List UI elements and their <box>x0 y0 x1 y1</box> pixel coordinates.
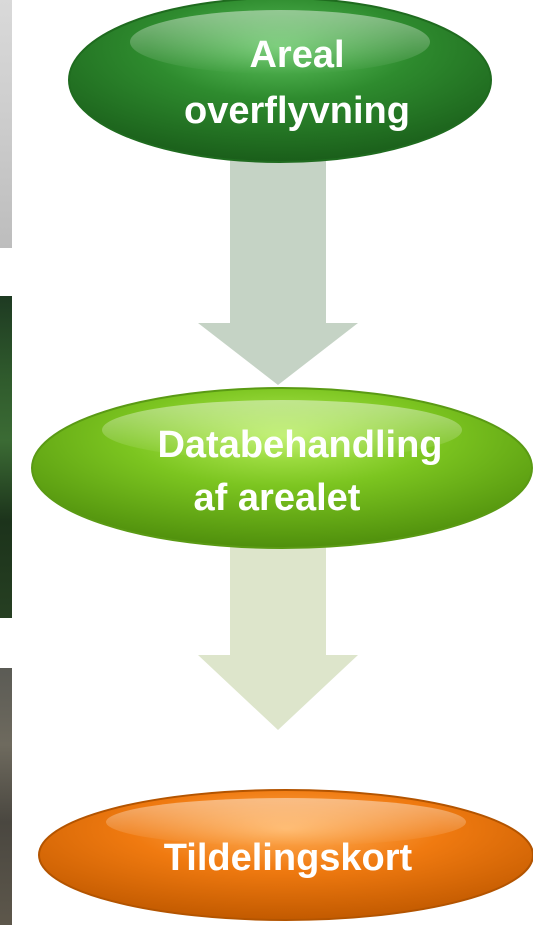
node-areal-overflyvning: Areal overflyvning <box>68 0 492 163</box>
node-2-line-1: Databehandling <box>157 424 442 466</box>
flow-arrow-1 <box>198 155 358 385</box>
photo-strip-middle <box>0 296 12 618</box>
photo-strip-top <box>0 0 12 248</box>
node-1-line-1: Areal <box>249 34 344 76</box>
node-2-line-2: af arealet <box>194 477 361 519</box>
node-3-line-1: Tildelingskort <box>164 837 413 879</box>
photo-strip-bottom <box>0 668 12 925</box>
flow-arrow-2 <box>198 540 358 730</box>
node-tildelingskort: Tildelingskort <box>38 789 533 921</box>
node-1-line-2: overflyvning <box>184 90 410 132</box>
node-databehandling: Databehandling af arealet <box>31 387 533 549</box>
